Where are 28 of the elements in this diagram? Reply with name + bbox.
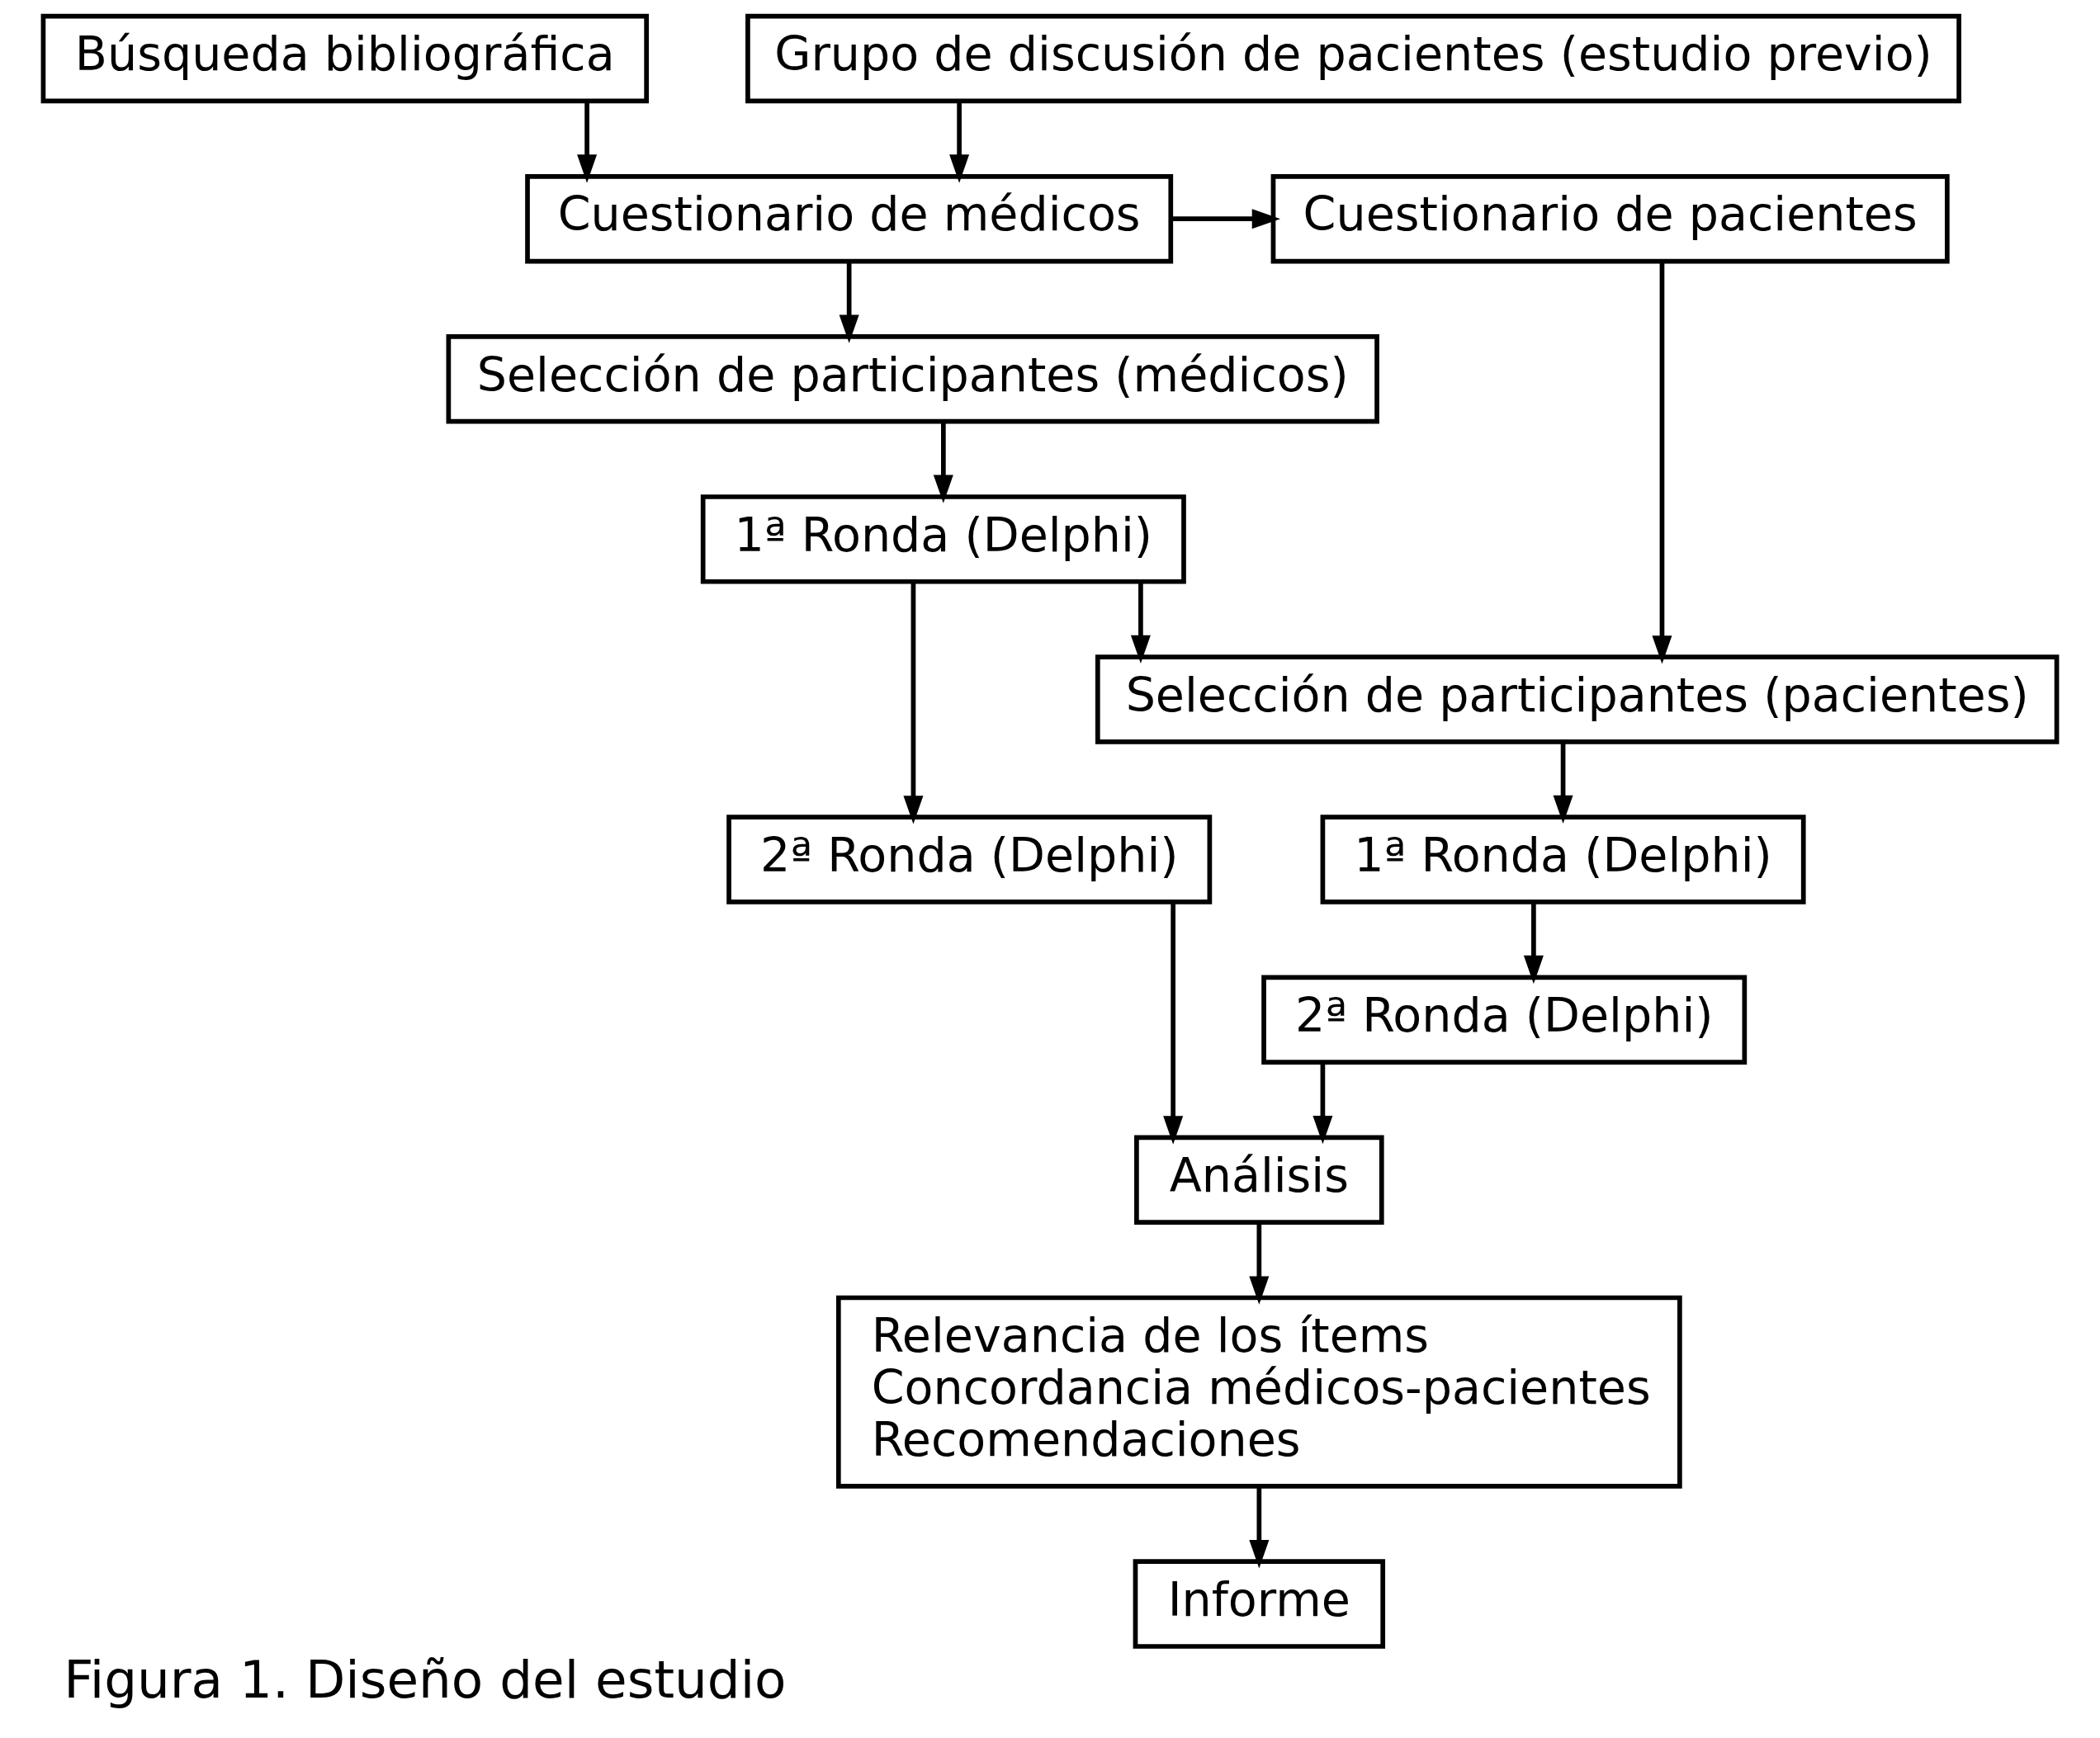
arrow (1163, 902, 1184, 1145)
node-box: Cuestionario de pacientes (1270, 173, 1950, 264)
arrow (1171, 209, 1281, 229)
node-box: Informe (1133, 1559, 1386, 1649)
arrow (1249, 1486, 1270, 1569)
node-box: Análisis (1134, 1135, 1384, 1226)
arrow (577, 102, 598, 183)
caption: Figura 1. Diseño del estudio (64, 1649, 787, 1710)
arrow (1130, 582, 1151, 664)
arrow (1312, 1062, 1333, 1145)
node-box: Selección de participantes (pacientes) (1095, 654, 2060, 744)
node-box: 1ª Ronda (Delphi) (1320, 815, 1806, 904)
arrow (903, 581, 924, 824)
node-box: 2ª Ronda (Delphi) (1261, 975, 1748, 1065)
node-box: 2ª Ronda (Delphi) (726, 815, 1213, 904)
node-box: Búsqueda bibliográfica (40, 13, 650, 104)
arrow (1249, 1222, 1270, 1305)
arrow (839, 262, 859, 343)
node-box: Grupo de discusión de pacientes (estudio previo) (745, 13, 1961, 104)
arrow (949, 102, 970, 183)
arrow (1652, 261, 1672, 664)
node-box: Cuestionario de médicos (525, 173, 1174, 264)
node-box: Selección de participantes (médicos) (446, 334, 1379, 424)
arrow (933, 422, 953, 503)
node-box: 1ª Ronda (Delphi) (700, 494, 1186, 584)
arrow (1523, 902, 1544, 985)
arrow (1553, 742, 1573, 824)
node-box: Relevancia de los ítems Concordancia médicos-pacientes Recomendaciones (835, 1295, 1682, 1489)
